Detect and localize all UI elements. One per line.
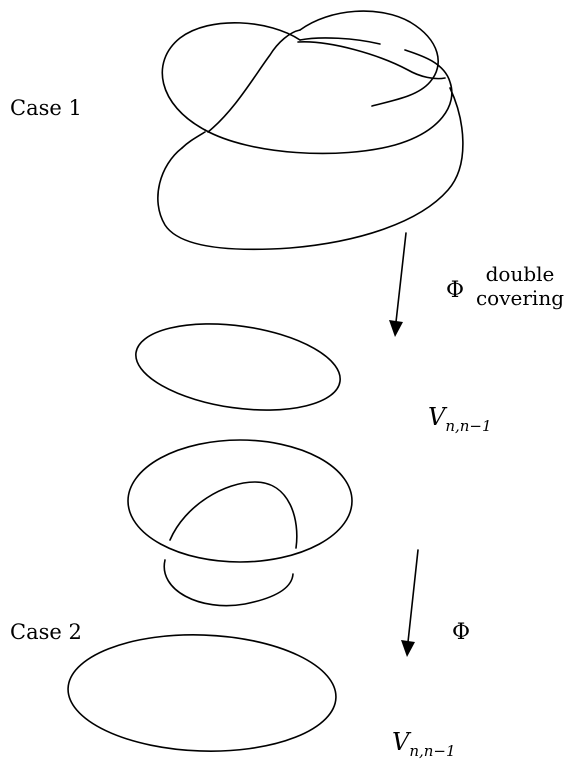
case1-label: Case 1 <box>10 96 82 120</box>
case2-outer-ellipse <box>127 439 353 563</box>
phi-symbol-bottom: Φ <box>452 620 471 645</box>
v-symbol-top: V <box>428 403 446 431</box>
case2-inner-loop <box>169 481 298 549</box>
v-label-top: Vn,n−1 <box>428 405 492 434</box>
v-label-bottom: Vn,n−1 <box>392 730 456 759</box>
v-subscript-top: n,n−1 <box>445 417 492 435</box>
case1-lower-loop-left-stub <box>181 131 206 149</box>
case2-arrow-head <box>401 640 415 657</box>
case2-arrow <box>401 549 419 657</box>
case2-base-ellipse <box>67 634 337 752</box>
case1-upper-loop-front <box>204 49 453 155</box>
double-covering-label: double covering <box>470 262 570 310</box>
double-covering-line1: double <box>485 262 555 286</box>
v-symbol-bottom: V <box>392 728 410 756</box>
case1-inner-strand-right <box>299 10 439 107</box>
case2-arrow-shaft <box>407 549 419 643</box>
case1-inner-strand-cross <box>297 41 446 80</box>
case2-surface <box>127 439 353 607</box>
case1-base-ellipse <box>135 323 341 411</box>
case1-lower-loop <box>157 87 464 251</box>
covering-arrow-shaft <box>395 232 407 323</box>
covering-arrow <box>389 232 407 337</box>
case2-lower-lip <box>163 559 294 607</box>
phi-symbol-top: Φ <box>446 278 465 303</box>
double-covering-line2: covering <box>475 286 565 310</box>
case1-upper-loop-left <box>161 22 301 131</box>
case1-inner-strand-left <box>207 29 301 133</box>
case1-upper-loop-back-right <box>299 37 381 45</box>
v-subscript-bottom: n,n−1 <box>409 742 456 759</box>
case2-label: Case 2 <box>10 620 82 644</box>
case1-surface <box>157 10 464 251</box>
covering-arrow-head <box>389 320 403 337</box>
